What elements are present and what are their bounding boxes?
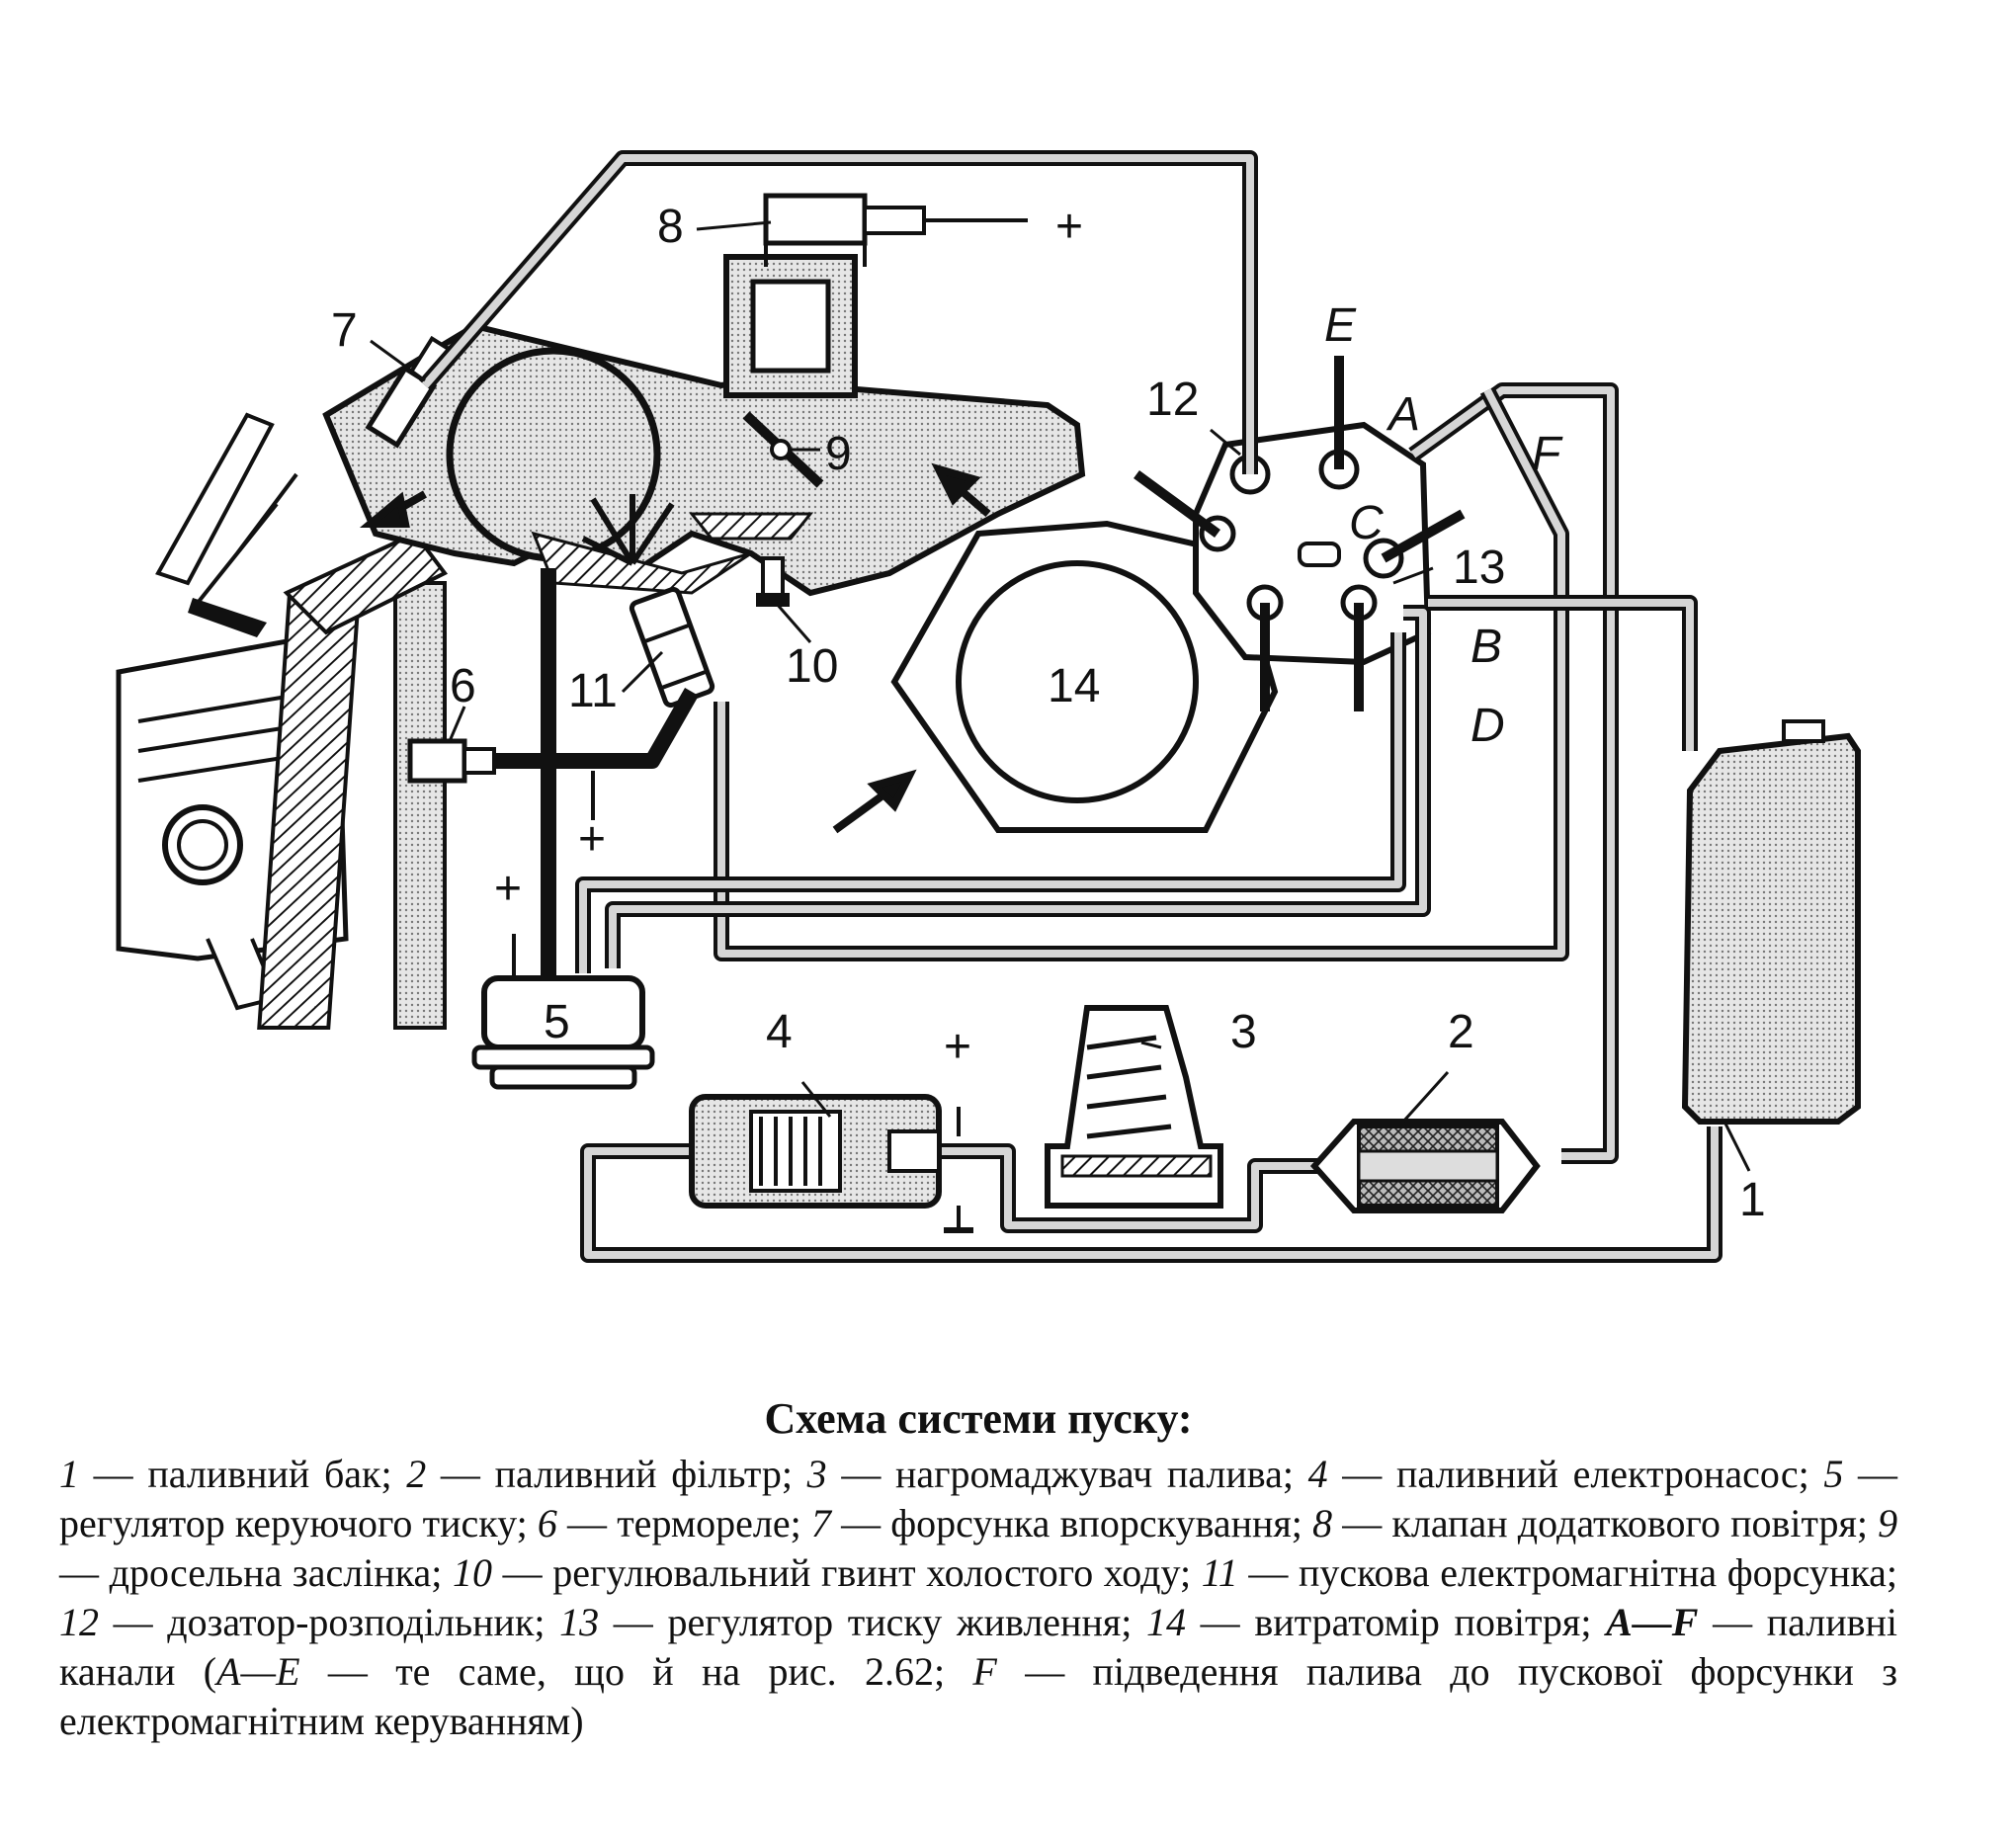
label-3: 3 — [1230, 1006, 1257, 1058]
legend-item: 11 — пускова електромагнітна форсунка; — [1201, 1550, 1898, 1595]
intake-manifold — [322, 322, 1086, 597]
fuel-filter[interactable] — [1309, 1119, 1541, 1213]
idle-adjustment-screw[interactable] — [756, 556, 790, 607]
plus-sign-valve-8: + — [1055, 201, 1083, 253]
label-5: 5 — [544, 996, 570, 1048]
fuel-tank[interactable] — [1681, 719, 1861, 1125]
label-channel-f: F — [1532, 428, 1563, 480]
electric-fuel-pump[interactable] — [689, 1094, 973, 1233]
legend-item: 12 — дозатор-розподільник; — [59, 1600, 546, 1644]
label-1: 1 — [1739, 1174, 1766, 1226]
label-4: 4 — [766, 1006, 793, 1058]
legend-item: 7 — форсунка впорскування; — [810, 1501, 1302, 1545]
label-channel-c: C — [1349, 497, 1384, 549]
label-14: 14 — [1048, 660, 1100, 712]
label-channel-a: A — [1386, 388, 1420, 441]
label-channel-e: E — [1324, 299, 1357, 352]
flow-arrows — [359, 462, 991, 834]
label-9: 9 — [825, 428, 852, 480]
fuel-accumulator[interactable] — [1045, 1005, 1223, 1209]
fuel-lines — [418, 150, 1722, 1263]
fuel-start-system-diagram: 1 2 3 4 5 6 7 8 9 10 11 12 13 14 E A F C… — [116, 150, 1861, 1263]
legend-item: 3 — нагромаджувач палива; — [806, 1452, 1294, 1496]
legend-item: 6 — термореле; — [537, 1501, 801, 1545]
legend-item: 14 — витратомір повітря; — [1146, 1600, 1592, 1644]
caption-legend: 1 — паливний бак; 2 — паливний фільтр; 3… — [59, 1450, 1897, 1746]
plus-sign-regulator-5: + — [494, 863, 522, 915]
auxiliary-air-valve[interactable] — [723, 193, 1028, 398]
fuel-distributor[interactable] — [1134, 356, 1466, 711]
legend-item: 10 — регулювальний гвинт холостого ходу; — [453, 1550, 1192, 1595]
control-pressure-regulator[interactable] — [471, 975, 655, 1090]
legend-item: 2 — паливний фільтр; — [406, 1452, 794, 1496]
cold-start-valve[interactable] — [629, 586, 715, 709]
caption: Схема системи пуску: 1 — паливний бак; 2… — [59, 1393, 1897, 1746]
label-channel-b: B — [1470, 621, 1502, 673]
thermo-time-switch[interactable] — [407, 738, 496, 784]
legend-item: 8 — клапан додаткового повітря; — [1312, 1501, 1868, 1545]
leader-lines — [370, 220, 1751, 1172]
throttle-plate[interactable] — [742, 411, 824, 488]
legend-item: 4 — паливний електронасос; — [1307, 1452, 1809, 1496]
label-channel-d: D — [1470, 700, 1505, 752]
legend-channels: A—F — паливні канали (A—E — те саме, що … — [59, 1600, 1898, 1743]
legend-item: 1 — паливний бак; — [59, 1452, 392, 1496]
plus-sign-switch-6: + — [578, 813, 606, 866]
plus-sign-pump-4: + — [944, 1021, 971, 1073]
label-7: 7 — [331, 304, 358, 357]
label-10: 10 — [786, 640, 838, 693]
label-8: 8 — [657, 201, 684, 253]
label-6: 6 — [450, 660, 476, 712]
label-12: 12 — [1146, 374, 1199, 426]
spray-arrows — [581, 494, 675, 566]
caption-title: Схема системи пуску: — [764, 1394, 1193, 1443]
label-11: 11 — [568, 665, 618, 717]
label-13: 13 — [1453, 542, 1505, 594]
engine-block — [116, 412, 449, 1030]
label-2: 2 — [1448, 1006, 1474, 1058]
legend-item: 5 — регулятор керуючого тиску; — [59, 1452, 1898, 1545]
legend-item: 13 — регулятор тиску живлення; — [559, 1600, 1133, 1644]
legend-item: 9 — дросельна заслінка; — [59, 1501, 1898, 1595]
